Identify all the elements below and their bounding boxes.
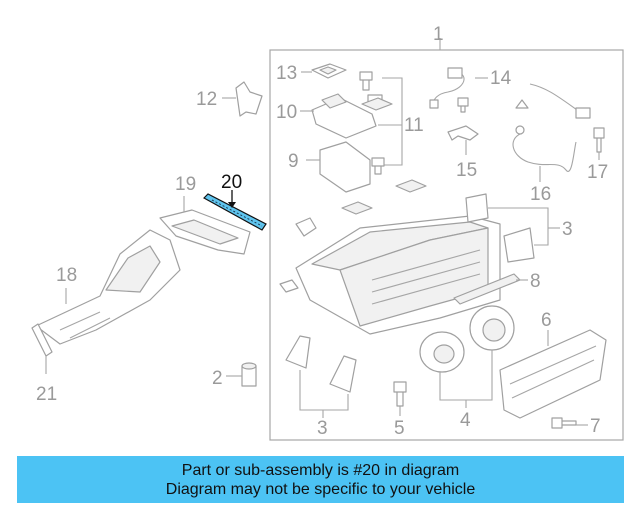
part-9[interactable] (319, 141, 371, 193)
part-3-top-b[interactable] (503, 227, 535, 263)
callout-14[interactable]: 14 (490, 68, 512, 89)
callout-12[interactable]: 12 (196, 89, 217, 110)
callout-1[interactable]: 1 (433, 24, 444, 45)
callout-6[interactable]: 6 (541, 310, 552, 331)
part-3-bottom-b[interactable] (329, 355, 357, 393)
callout-7[interactable]: 7 (590, 416, 601, 437)
part-6[interactable] (499, 329, 607, 419)
callout-13[interactable]: 13 (276, 63, 297, 84)
callout-11[interactable]: 11 (404, 115, 424, 136)
callout-3-top[interactable]: 3 (562, 219, 573, 240)
callout-18[interactable]: 18 (56, 265, 77, 286)
part-17[interactable] (593, 127, 605, 153)
part-16[interactable] (512, 133, 577, 172)
banner-line-2: Diagram may not be specific to your vehi… (165, 480, 476, 498)
info-banner: Part or sub-assembly is #20 in diagram D… (17, 456, 624, 503)
part-5[interactable] (393, 381, 407, 407)
parts-diagram: 1 13 10 11 9 14 15 16 17 (31, 24, 624, 441)
callout-5[interactable]: 5 (394, 418, 405, 439)
banner-line-1: Part or sub-assembly is #20 in diagram (181, 461, 460, 479)
part-20-highlighted[interactable] (203, 193, 267, 231)
callout-2[interactable]: 2 (212, 368, 223, 389)
part-7[interactable] (551, 417, 577, 429)
callout-3-bottom[interactable]: 3 (317, 418, 328, 439)
part-3-bottom-a[interactable] (285, 335, 311, 369)
callout-9[interactable]: 9 (288, 151, 299, 172)
callout-20[interactable]: 20 (221, 172, 242, 193)
callout-19[interactable]: 19 (175, 174, 196, 195)
callout-15[interactable]: 15 (456, 160, 477, 181)
callout-21[interactable]: 21 (36, 384, 57, 405)
callout-8[interactable]: 8 (530, 271, 541, 292)
assembly-frame (269, 49, 624, 441)
part-15[interactable] (447, 125, 479, 141)
part-bolt-a[interactable] (359, 71, 373, 91)
callout-16[interactable]: 16 (530, 184, 551, 205)
part-12[interactable] (235, 81, 263, 117)
callout-17[interactable]: 17 (587, 162, 608, 183)
callout-10[interactable]: 10 (276, 102, 297, 123)
part-3-top[interactable] (465, 193, 489, 223)
callout-4[interactable]: 4 (460, 410, 471, 431)
part-21[interactable] (31, 323, 53, 357)
